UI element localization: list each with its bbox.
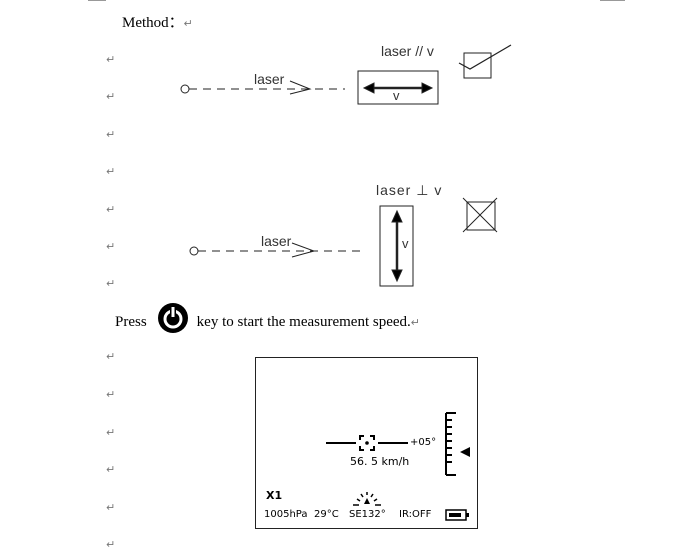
angle-readout: +05° [410, 437, 437, 448]
paragraph-mark: ↵ [106, 53, 116, 66]
press-instruction: Press key to start the measurement speed… [115, 303, 420, 335]
compass-icon [353, 492, 381, 506]
condition-label: laser // v [381, 43, 434, 59]
paragraph-mark: ↵ [106, 388, 116, 401]
checkmark-box-icon [463, 52, 492, 79]
parallel-diagram [180, 44, 512, 105]
paragraph-mark: ↵ [106, 463, 116, 476]
velocity-label: v [393, 88, 400, 103]
paragraph-mark: ↵ [106, 501, 116, 514]
pressure-readout: 1005hPa [264, 509, 308, 520]
paragraph-mark: ↵ [106, 277, 116, 290]
display-graphics [326, 412, 470, 521]
paragraph-mark: ↵ [106, 350, 116, 363]
laser-label: laser [254, 71, 285, 87]
inclination-pointer-icon [460, 447, 470, 457]
battery-icon [445, 509, 469, 521]
condition-label: laser ⊥ v [376, 182, 443, 198]
paragraph-mark: ↵ [410, 316, 420, 329]
method-label: Method： [122, 15, 184, 31]
zoom-readout: X1 [266, 489, 283, 502]
paragraph-mark: ↵ [183, 18, 193, 30]
inclination-scale [445, 412, 456, 476]
paragraph-mark: ↵ [106, 240, 116, 253]
temperature-readout: 29°C [314, 509, 339, 520]
paragraph-mark: ↵ [106, 203, 116, 216]
page-corner-mark [88, 0, 106, 1]
press-instruction-text: key to start the measurement speed. [196, 313, 411, 330]
laser-label: laser [261, 233, 292, 249]
velocity-label: v [402, 236, 409, 251]
paragraph-mark: ↵ [106, 165, 116, 178]
crosshair-icon [359, 435, 375, 451]
laser-diagrams [180, 44, 512, 287]
paragraph-mark: ↵ [106, 426, 116, 439]
heading-readout: SE132° [349, 509, 386, 520]
method-heading: Method：↵ [122, 11, 193, 32]
device-display: +05° 56. 5 km/h X1 1005hPa 29°C SE132° I… [255, 357, 478, 529]
paragraph-mark: ↵ [106, 128, 116, 141]
ir-status: IR:OFF [399, 509, 432, 520]
press-text: Press [115, 313, 147, 330]
power-key-icon [157, 303, 188, 333]
paragraph-mark: ↵ [106, 90, 116, 103]
speed-readout: 56. 5 km/h [350, 455, 410, 468]
perpendicular-diagram [189, 197, 498, 287]
page-corner-mark [600, 0, 625, 1]
paragraph-mark: ↵ [106, 538, 116, 551]
crossed-box-icon [466, 201, 496, 231]
